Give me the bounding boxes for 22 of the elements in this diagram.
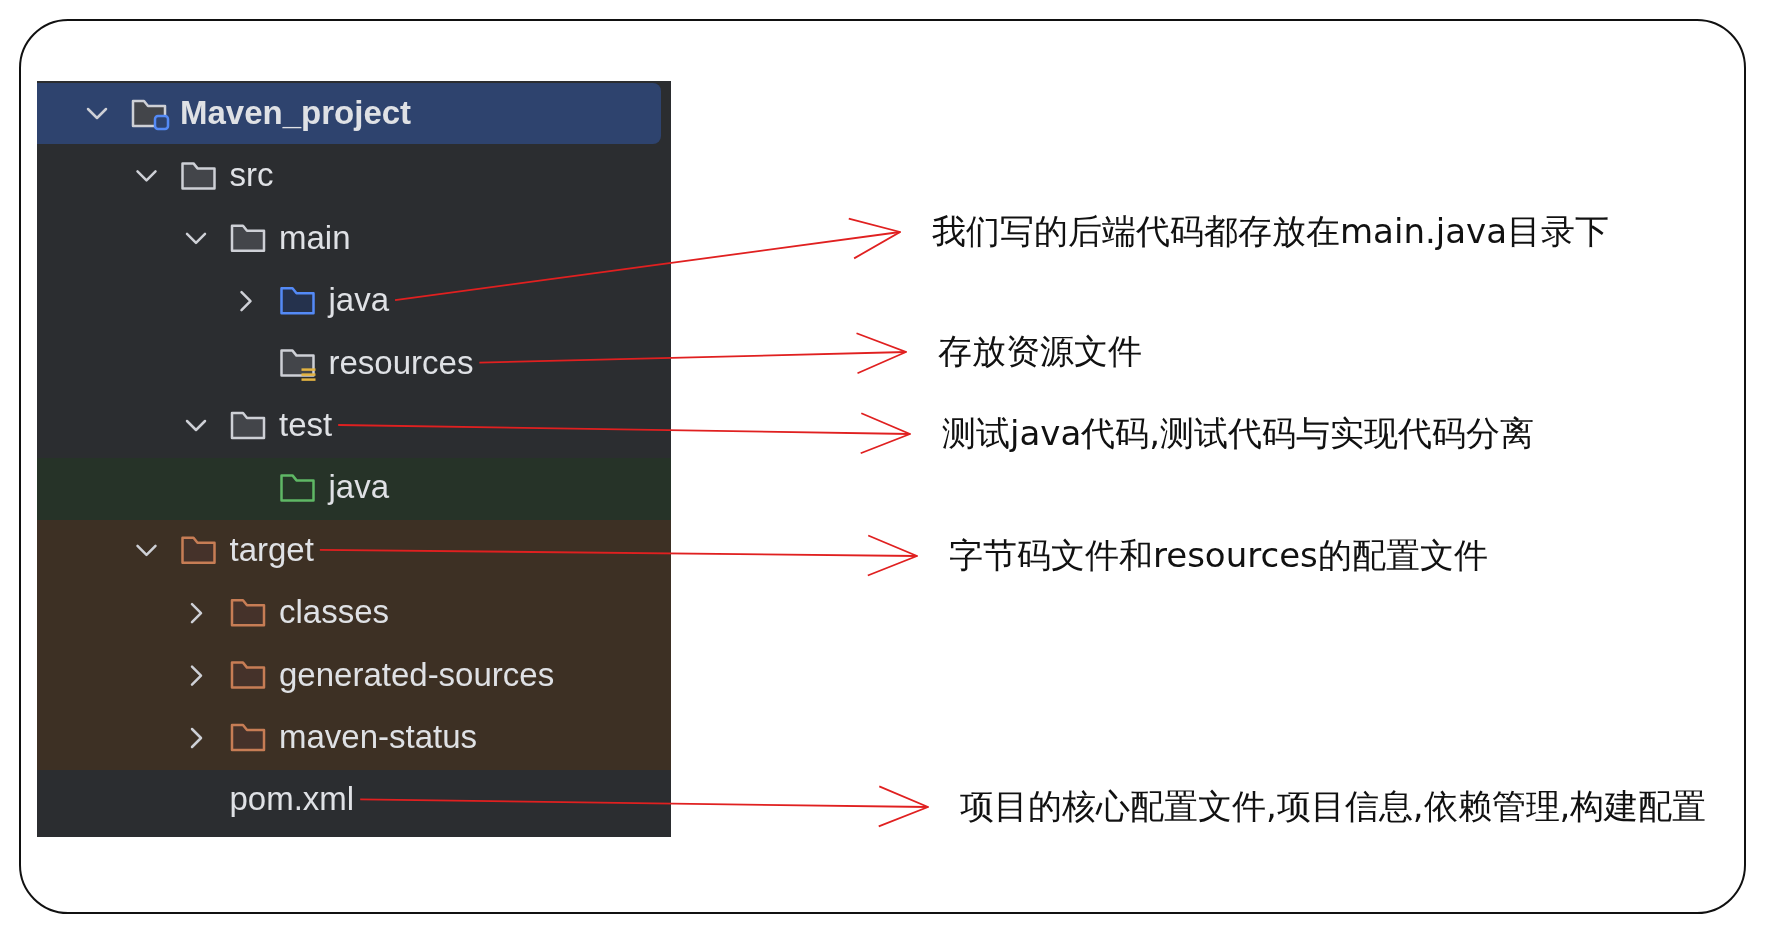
arrow [359, 785, 929, 828]
annotation-text: 我们写的后端代码都存放在main.java目录下 [900, 208, 1732, 254]
arrow [478, 332, 907, 375]
arrow [394, 217, 901, 302]
arrow [337, 412, 911, 455]
annotation-text: 存放资源文件 [906, 328, 1738, 374]
folder-label: main [279, 217, 351, 258]
folder-label: java [328, 280, 390, 321]
file-label: pom.xml [229, 779, 355, 820]
arrow [319, 534, 918, 577]
annotation-text: 测试java代码,测试代码与实现代码分离 [910, 410, 1742, 456]
annotation-text: 字节码文件和resources的配置文件 [917, 532, 1749, 578]
annotation-text: 项目的核心配置文件,项目信息,依赖管理,构建配置 [928, 783, 1750, 829]
folder-label: test [279, 405, 333, 445]
folder-label: resources [328, 342, 474, 383]
folder-label: classes [279, 592, 390, 633]
folder-label: java [328, 467, 390, 508]
folder-label: target [229, 529, 314, 570]
folder-label: maven-status [279, 717, 478, 757]
folder-label: Maven_project [180, 93, 412, 133]
folder-label: generated-sources [279, 654, 555, 695]
folder-label: src [229, 155, 274, 196]
